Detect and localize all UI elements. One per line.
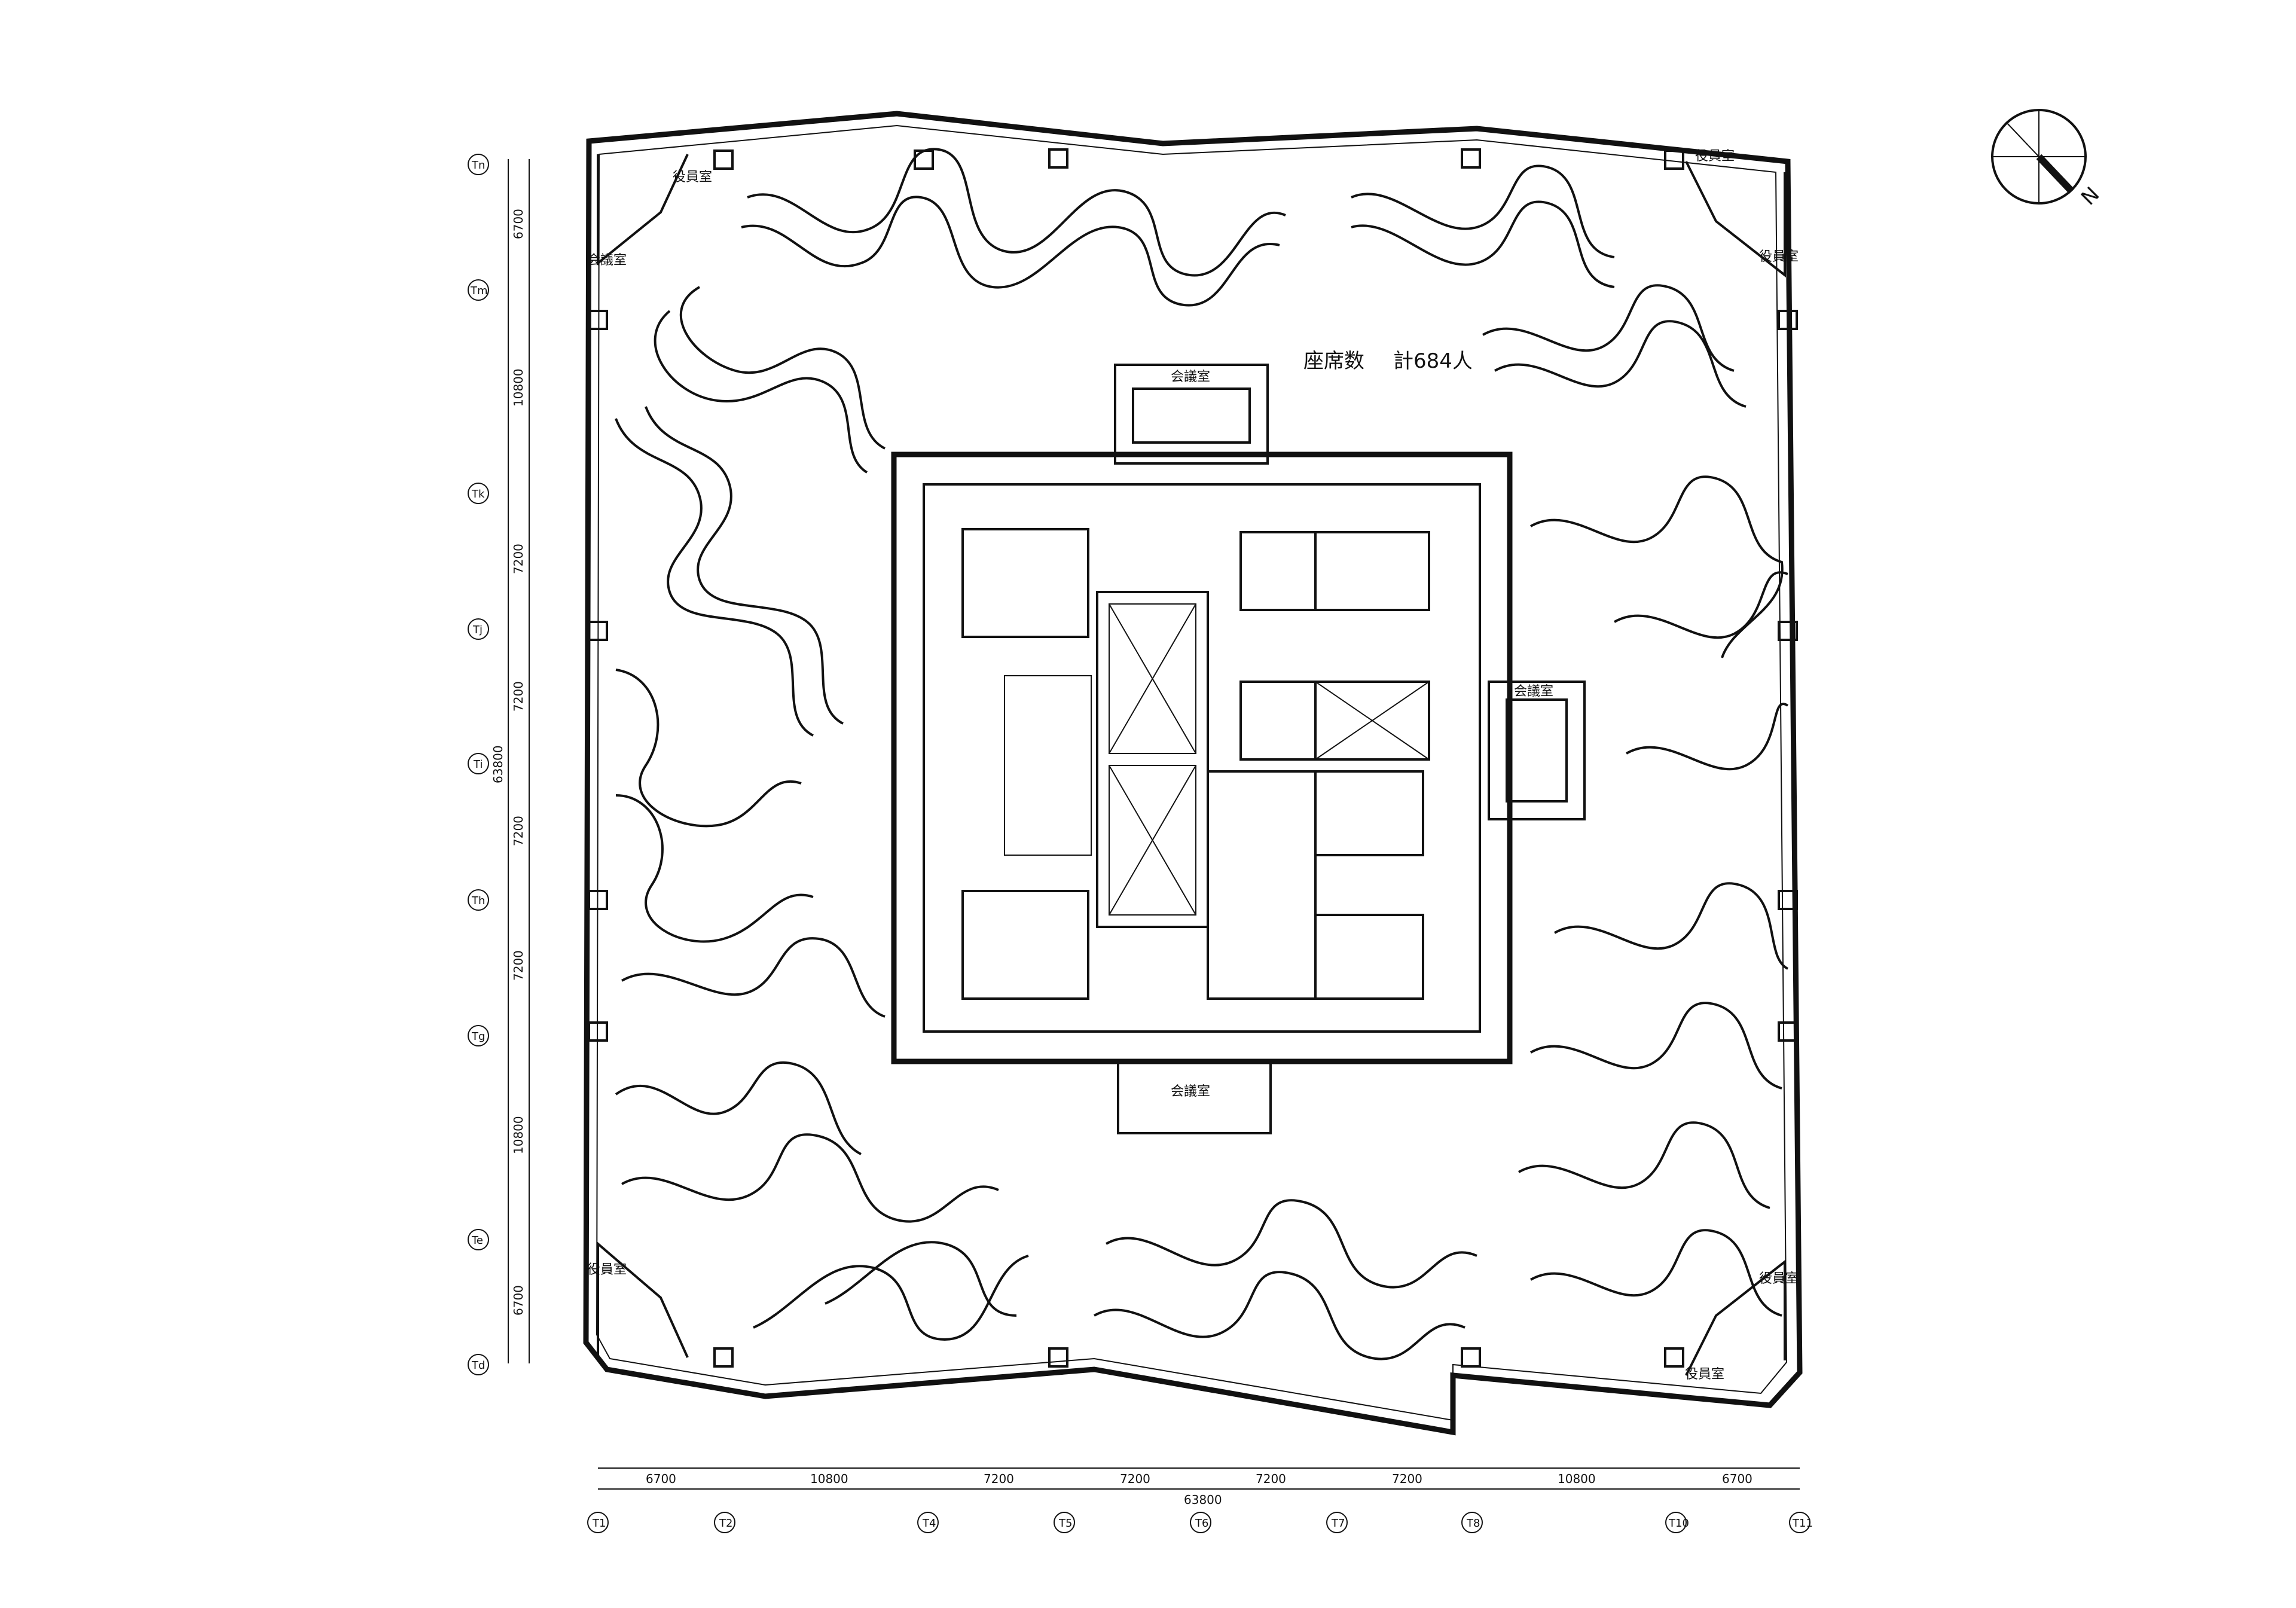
grid-label-t7: T7: [1331, 1517, 1345, 1530]
dim-h-5: 7200: [1256, 1472, 1286, 1486]
building-outline: [583, 111, 1803, 1436]
grid-label-t1: T1: [592, 1517, 606, 1530]
grid-label-t11: T11: [1792, 1517, 1813, 1530]
executive-room-label-se-upper: 役員室: [1759, 1271, 1799, 1286]
dim-v-8: 6700: [511, 1285, 526, 1316]
grid-label-te: Te: [471, 1234, 483, 1247]
grid-label-t10: T10: [1668, 1517, 1689, 1530]
dim-h-total: 63800: [1184, 1493, 1222, 1507]
meeting-room-label-right: 会議室: [1514, 684, 1553, 699]
dim-h-7: 10800: [1558, 1472, 1596, 1486]
grid-label-td: Td: [471, 1359, 485, 1372]
meeting-room-label-nw: 会議室: [587, 253, 627, 268]
north-arrow-icon: [1991, 109, 2087, 205]
dim-h-1: 6700: [646, 1472, 676, 1486]
executive-room-label-sw: 役員室: [587, 1262, 627, 1277]
seat-count-label: 座席数: [1303, 349, 1364, 373]
meeting-rooms: [1114, 364, 1586, 1134]
grid-label-tk: Tk: [471, 488, 485, 501]
dim-v-2: 10800: [511, 368, 526, 407]
executive-room-label-ne: 役員室: [1695, 149, 1735, 164]
dim-v-total: 63800: [491, 745, 505, 783]
dim-v-7: 10800: [511, 1116, 526, 1154]
grid-label-t8: T8: [1466, 1517, 1480, 1530]
grid-label-tm: Tm: [470, 285, 488, 297]
dim-v-6: 7200: [511, 950, 526, 981]
grid-label-ti: Ti: [473, 758, 483, 771]
core: [891, 451, 1513, 1064]
dim-h-4: 7200: [1120, 1472, 1150, 1486]
columns: [588, 148, 1798, 1368]
grid-label-tj: Tj: [472, 624, 483, 636]
executive-room-label-nw: 役員室: [673, 170, 712, 185]
grid-label-t6: T6: [1195, 1517, 1208, 1530]
meeting-room-label-bottom: 会議室: [1171, 1084, 1210, 1099]
seat-count-value: 計684人: [1393, 349, 1473, 373]
dim-h-6: 7200: [1392, 1472, 1422, 1486]
grid-lines-vertical-labels: [587, 1467, 1810, 1533]
dim-h-8: 6700: [1722, 1472, 1752, 1486]
grid-lines-horizontal-labels: [468, 154, 530, 1375]
grid-label-t5: T5: [1058, 1517, 1072, 1530]
dim-v-5: 7200: [511, 816, 526, 846]
dim-v-3: 7200: [511, 544, 526, 574]
meeting-room-label-top: 会議室: [1171, 370, 1210, 385]
dim-h-3: 7200: [984, 1472, 1014, 1486]
grid-label-tn: Tn: [471, 159, 485, 172]
dim-h-2: 10800: [810, 1472, 848, 1486]
dim-v-4: 7200: [511, 681, 526, 712]
grid-label-t2: T2: [719, 1517, 732, 1530]
executive-room-label-se: 役員室: [1685, 1367, 1724, 1382]
grid-label-t4: T4: [922, 1517, 936, 1530]
dim-v-1: 6700: [511, 209, 526, 239]
corner-offices: [597, 154, 1786, 1376]
grid-label-th: Th: [471, 895, 485, 907]
grid-label-tg: Tg: [471, 1030, 485, 1043]
executive-room-label-e: 役員室: [1759, 249, 1799, 264]
north-label: N: [2077, 182, 2104, 210]
workstation-desks: [615, 148, 1789, 1360]
